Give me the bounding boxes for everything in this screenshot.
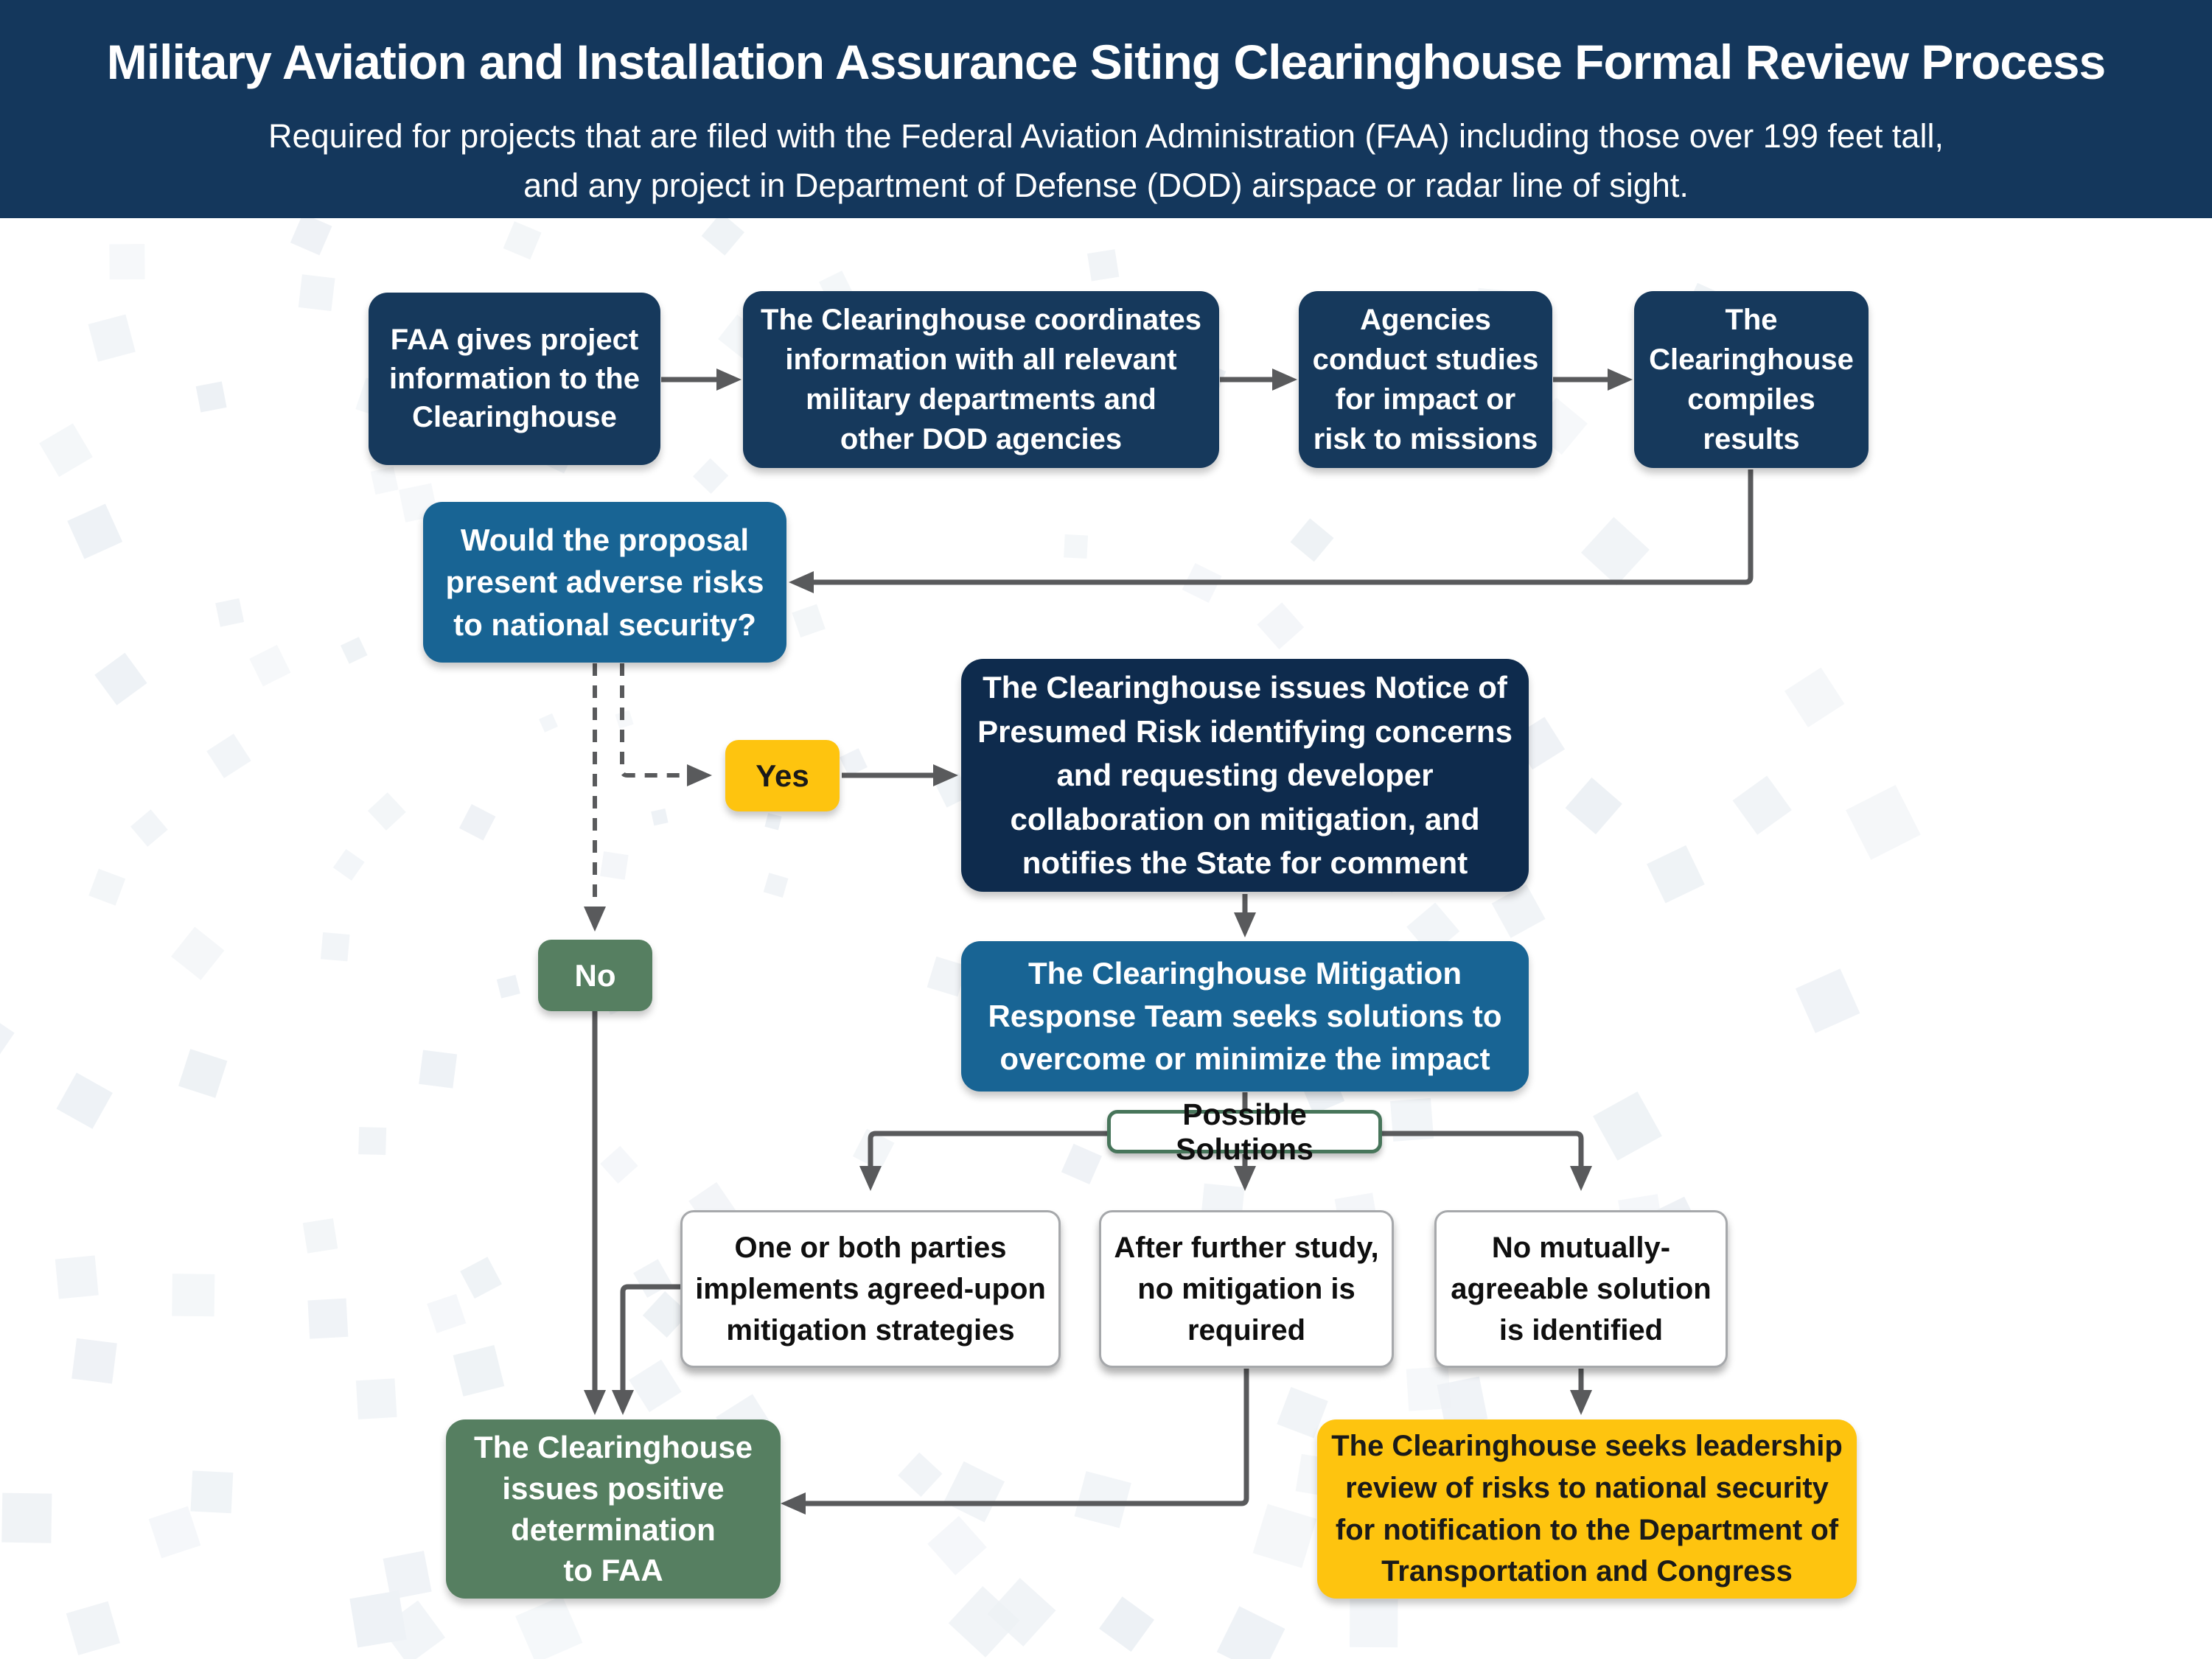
positive-determination-box: The Clearinghouse issues positive determ…	[446, 1419, 781, 1599]
notice-presumed-risk-box: The Clearinghouse issues Notice of Presu…	[961, 659, 1529, 892]
positive-determination-label: The Clearinghouse issues positive determ…	[473, 1429, 753, 1588]
arrow-solution1-positive	[612, 1284, 680, 1415]
yes-badge: Yes	[725, 740, 840, 811]
decision-box: Would the proposal present adverse risks…	[423, 502, 786, 663]
mitigation-team-box: The Clearinghouse Mitigation Response Te…	[961, 941, 1529, 1092]
dashed-line-yes	[620, 663, 712, 786]
step-studies-label: Agencies conduct studies for impact or r…	[1312, 304, 1539, 455]
notice-presumed-risk-label: The Clearinghouse issues Notice of Presu…	[977, 669, 1513, 881]
step-studies-box: Agencies conduct studies for impact or r…	[1299, 291, 1552, 468]
possible-solutions-label: Possible Solutions	[1107, 1097, 1382, 1166]
page-subtitle: Required for projects that are filed wit…	[268, 117, 1944, 204]
solution-implement-box: One or both parties implements agreed-up…	[680, 1210, 1061, 1368]
page-title: Military Aviation and Installation Assur…	[106, 35, 2106, 89]
solution-no-agreement-box: No mutually- agreeable solution is ident…	[1434, 1210, 1728, 1368]
solution-no-mitigation-box: After further study, no mitigation is re…	[1099, 1210, 1394, 1368]
leadership-review-label: The Clearinghouse seeks leadership revie…	[1331, 1429, 1843, 1588]
step-compiles-box: The Clearinghouse compiles results	[1634, 291, 1869, 468]
step-compiles-label: The Clearinghouse compiles results	[1649, 304, 1854, 455]
arrow-label-solution3	[1381, 1131, 1592, 1191]
header-banner: Military Aviation and Installation Assur…	[0, 0, 2212, 218]
solution-implement-label: One or both parties implements agreed-up…	[695, 1232, 1046, 1347]
arrow-label-solution1	[859, 1131, 1107, 1191]
decision-label: Would the proposal present adverse risks…	[445, 523, 764, 642]
no-badge: No	[538, 940, 652, 1011]
step-faa-box: FAA gives project information to the Cle…	[369, 293, 660, 465]
mitigation-team-label: The Clearinghouse Mitigation Response Te…	[988, 956, 1502, 1076]
step-faa-label: FAA gives project information to the Cle…	[389, 323, 640, 434]
yes-label: Yes	[756, 758, 809, 793]
no-label: No	[574, 957, 616, 993]
step-coordinate-label: The Clearinghouse coordinates informatio…	[761, 304, 1201, 455]
solution-no-agreement-label: No mutually- agreeable solution is ident…	[1451, 1232, 1712, 1347]
step-coordinate-box: The Clearinghouse coordinates informatio…	[743, 291, 1219, 468]
solution-no-mitigation-label: After further study, no mitigation is re…	[1114, 1232, 1379, 1347]
arrow-step4-decision	[789, 469, 1754, 593]
arrow-solution2-positive	[781, 1369, 1249, 1515]
leadership-review-box: The Clearinghouse seeks leadership revie…	[1317, 1419, 1857, 1599]
possible-solutions-text: Possible Solutions	[1176, 1097, 1313, 1166]
